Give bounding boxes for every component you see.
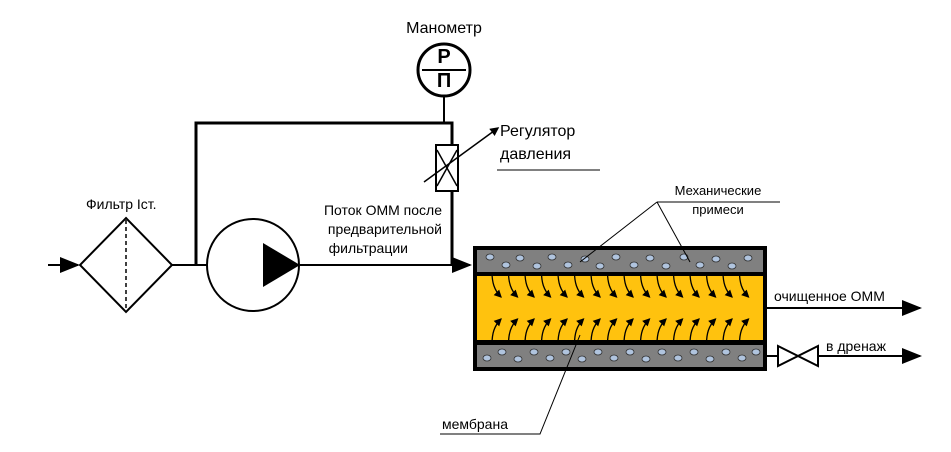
impurity-particle	[727, 262, 737, 270]
impurity-particle	[580, 255, 590, 263]
impurity-particle	[711, 255, 721, 263]
drain-label: в дренаж	[826, 338, 886, 354]
flow-arrow	[623, 271, 634, 298]
impurity-particle	[577, 355, 587, 363]
impurity-particle	[593, 348, 603, 356]
flow-arrow	[524, 318, 535, 345]
flow-arrow	[491, 318, 502, 345]
flow-arrow	[672, 318, 684, 345]
flow-arrow	[672, 271, 684, 298]
impurity-particle	[743, 254, 753, 262]
impurity-particle	[513, 355, 523, 363]
membrane-label: мембрана	[442, 416, 508, 432]
pump-icon	[206, 218, 300, 312]
flow-arrow	[639, 271, 651, 298]
flow-arrow	[540, 318, 552, 345]
flow-arrow	[639, 318, 651, 345]
impurity-particle	[645, 254, 655, 262]
filter-label: Фильтр Iст.	[86, 196, 157, 212]
flow-arrow	[705, 271, 717, 298]
impurity-particle	[661, 262, 671, 270]
impurity-particle	[547, 253, 557, 261]
membrane-module	[473, 246, 767, 371]
impurity-particle	[497, 348, 507, 356]
clean-output-label: очищенное ОММ	[774, 288, 885, 304]
impurity-particle	[695, 261, 705, 269]
impurity-particle	[625, 348, 635, 356]
impurity-particle	[545, 354, 555, 362]
flow-arrow	[689, 318, 700, 345]
flow-arrow	[573, 318, 585, 345]
impurity-particle	[721, 348, 731, 356]
flow-arrows	[491, 271, 750, 345]
impurity-particle	[611, 253, 621, 261]
filter-icon	[78, 216, 174, 314]
flow-label-line2: предварительной	[327, 221, 442, 237]
impurity-particle	[629, 261, 639, 269]
flow-arrow	[606, 318, 618, 345]
flow-arrow	[606, 271, 618, 298]
impurity-particles	[482, 253, 761, 363]
gauge-lower-letter: П	[436, 70, 452, 92]
pressure-regulator-icon	[423, 127, 500, 192]
manometer-label: Манометр	[406, 20, 482, 37]
flow-arrow	[590, 271, 601, 298]
impurity-particle	[751, 348, 761, 356]
flow-arrow	[557, 318, 568, 345]
flow-arrow	[738, 318, 750, 345]
impurity-particle	[705, 355, 715, 363]
membrane-leader	[440, 334, 581, 435]
regulator-label-line2: давления	[500, 146, 572, 163]
impurity-particle	[561, 348, 571, 356]
impurity-particle	[641, 355, 651, 363]
impurities-leader	[579, 201, 780, 263]
flow-arrow	[656, 271, 667, 298]
impurity-particle	[673, 354, 683, 362]
bypass-pipe	[194, 121, 454, 265]
flow-arrow	[722, 271, 733, 298]
flow-arrow	[656, 318, 667, 345]
manometer-icon	[416, 42, 472, 98]
flow-arrow	[557, 271, 568, 298]
impurity-particle	[595, 262, 605, 270]
flow-arrow	[507, 271, 519, 298]
flow-arrow	[705, 318, 717, 345]
flow-label-line3: фильтрации	[328, 240, 408, 256]
flow-arrow	[491, 271, 502, 298]
impurity-particle	[482, 354, 492, 362]
impurity-particle	[657, 348, 667, 356]
flow-arrow	[689, 271, 700, 298]
flow-label-line1: Поток ОММ после	[323, 202, 442, 218]
impurity-particle	[689, 348, 699, 356]
flow-arrow	[507, 318, 519, 345]
impurity-particle	[609, 354, 619, 362]
flow-arrow	[524, 271, 535, 298]
impurity-particle	[501, 261, 511, 269]
impurity-particle	[485, 253, 495, 261]
drain-valve-icon[interactable]	[777, 344, 819, 368]
impurity-particle	[515, 254, 525, 262]
flow-arrow	[573, 271, 585, 298]
impurity-particle	[532, 262, 542, 270]
flow-arrow	[738, 271, 750, 298]
regulator-label-line1: Регулятор	[500, 123, 576, 140]
impurity-particle	[563, 261, 573, 269]
flow-arrow	[540, 271, 552, 298]
impurities-label-line1: Механические	[674, 183, 762, 198]
flow-arrow	[623, 318, 634, 345]
impurity-particle	[737, 354, 747, 362]
impurity-particle	[529, 348, 539, 356]
flow-arrow	[722, 318, 733, 345]
impurities-label-line2: примеси	[692, 202, 744, 217]
gauge-pressure-letter: Р	[437, 46, 451, 68]
flow-arrow	[590, 318, 601, 345]
